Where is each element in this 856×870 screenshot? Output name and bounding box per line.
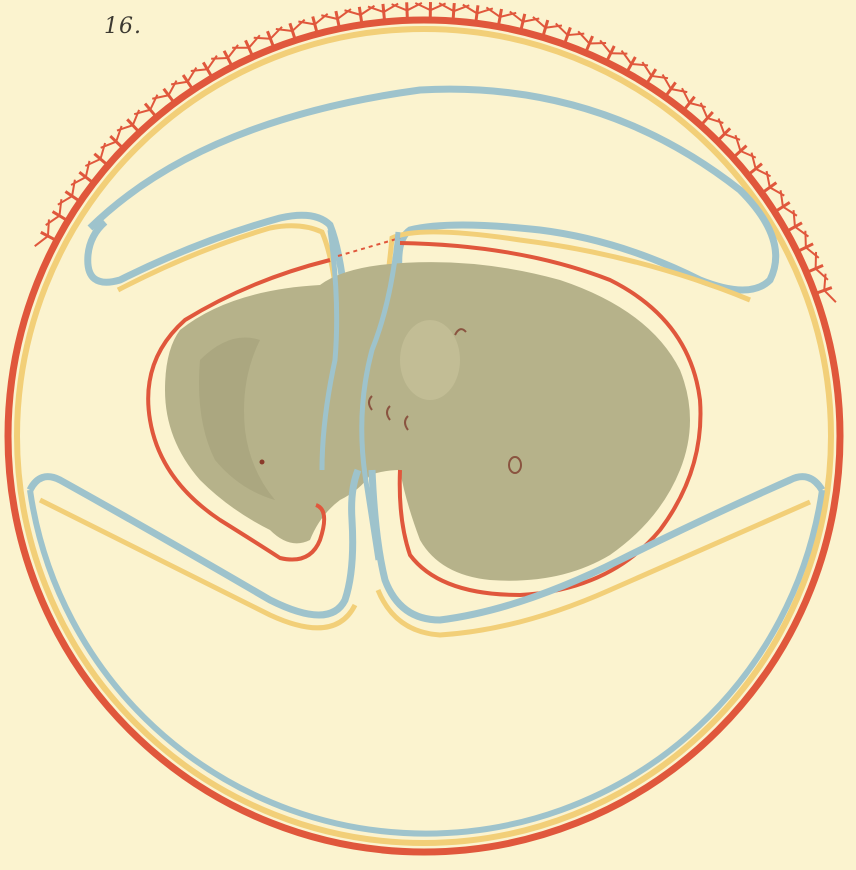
villus-branch [794,210,795,227]
villus-branch [191,69,208,71]
villus-branch [134,110,150,114]
villus-branch [682,88,690,103]
villus-branch [101,142,116,148]
villus-branch [46,216,60,225]
villus-branch [58,196,72,205]
villus-branch [415,3,430,10]
villus-branch [767,171,770,187]
villus-branch [781,190,783,207]
villus [407,2,408,20]
villus-branch [486,7,500,17]
villus-branch [719,118,725,134]
villus-branch [254,38,271,39]
villus-branch [463,5,477,14]
villus-branch [35,236,48,246]
villus-branch [392,4,407,10]
villus-branch [211,58,228,59]
villus-branch [642,62,651,76]
villus-branch [510,11,523,21]
villus-branch [736,135,741,151]
villus-branch [701,103,708,118]
villus-branch [439,3,454,11]
villus-branch [824,274,825,291]
mark-dot [260,460,265,465]
villus-branch [752,153,756,169]
villus [383,4,385,22]
villus-branch [171,82,187,85]
villus-branch [663,75,671,89]
villus-branch [152,95,168,99]
villus-branch [85,159,100,166]
villus-branch [117,125,133,130]
embryo-highlight [400,320,460,400]
villus-branch [824,290,836,302]
villus-branch [71,177,86,185]
